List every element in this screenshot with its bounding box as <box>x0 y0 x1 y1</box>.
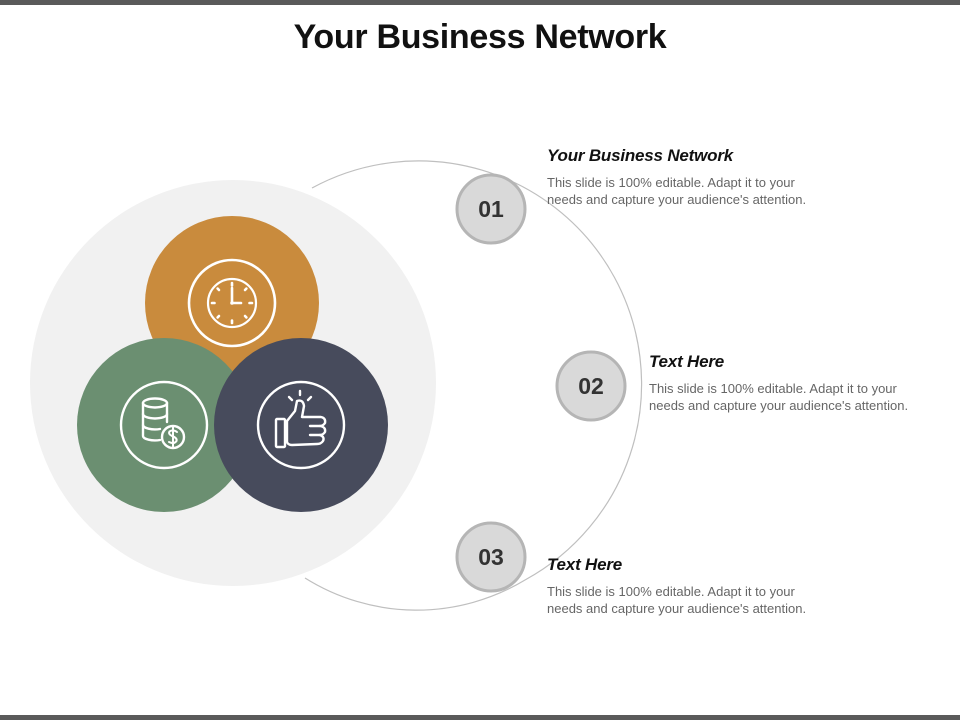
step-number-02: 02 <box>578 372 604 399</box>
step-text-03: This slide is 100% editable. Adapt it to… <box>547 584 807 616</box>
connector-arc <box>304 160 643 611</box>
step-item-02: Text Here This slide is 100% editable. A… <box>649 352 919 414</box>
navy-circle <box>214 338 388 512</box>
step-badge-02 <box>555 350 627 422</box>
step-item-03: Text Here This slide is 100% editable. A… <box>547 555 817 617</box>
clock-icon <box>187 258 277 348</box>
step-heading-01: Your Business Network <box>547 146 733 165</box>
thumbs-up-icon <box>256 380 346 470</box>
page-title: Your Business Network <box>293 18 667 56</box>
step-number-03: 03 <box>478 543 504 570</box>
step-item-01: Your Business Network This slide is 100%… <box>547 146 817 208</box>
step-number-01: 01 <box>478 195 504 222</box>
step-badge-03 <box>455 521 527 593</box>
top-border <box>0 0 960 5</box>
step-badge-01 <box>455 173 527 245</box>
bottom-border <box>0 715 960 720</box>
step-heading-03: Text Here <box>547 555 623 574</box>
green-circle <box>77 338 251 512</box>
step-text-02: This slide is 100% editable. Adapt it to… <box>649 381 909 413</box>
step-heading-02: Text Here <box>649 352 725 371</box>
database-dollar-icon <box>119 380 209 470</box>
step-text-01: This slide is 100% editable. Adapt it to… <box>547 175 807 207</box>
